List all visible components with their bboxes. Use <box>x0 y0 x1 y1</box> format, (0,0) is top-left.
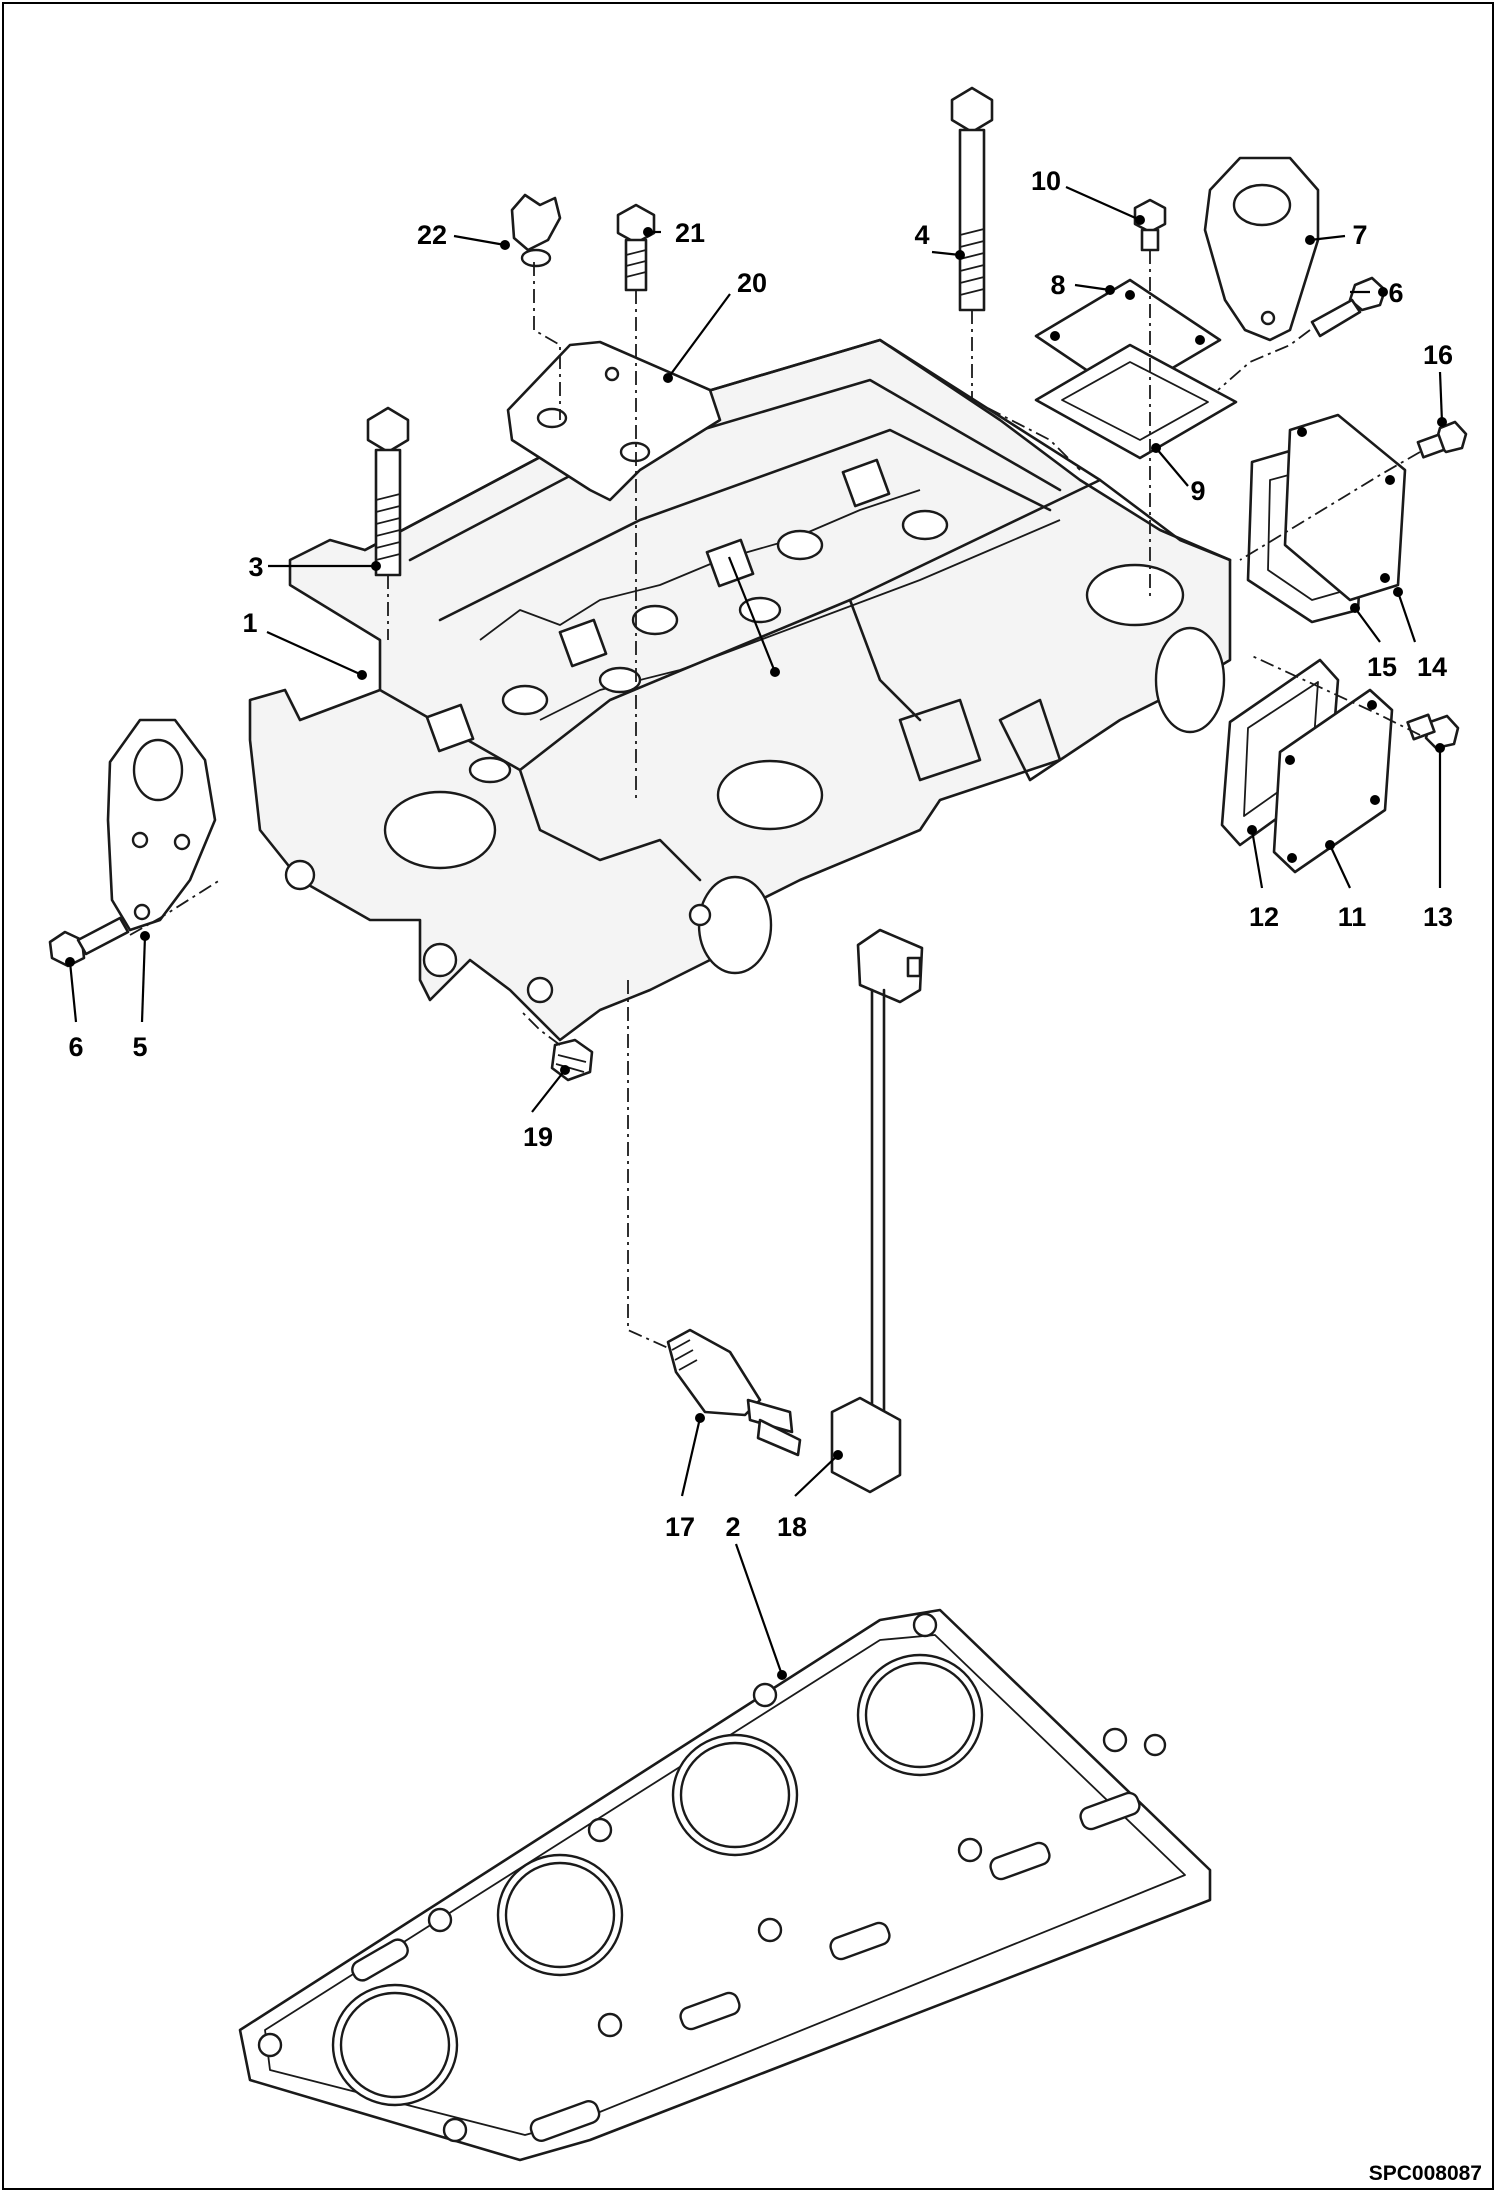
temperature-sensor-17 <box>666 1328 802 1457</box>
bolt-6-right <box>1310 276 1387 338</box>
clip-22 <box>510 193 562 268</box>
callout-numbers: 1 2 3 4 5 6 6 7 8 9 10 11 12 13 14 15 16… <box>68 166 1453 1542</box>
callout-22: 22 <box>417 220 447 250</box>
leader-lines <box>65 185 1447 1680</box>
plug-13 <box>1406 713 1460 750</box>
bolt-10 <box>1133 198 1167 252</box>
callout-9: 9 <box>1190 476 1205 506</box>
head-bolt-long <box>950 86 994 312</box>
callout-4: 4 <box>914 220 929 250</box>
callout-3: 3 <box>248 552 263 582</box>
plug-16 <box>1416 420 1468 459</box>
cover-11 <box>1272 688 1394 874</box>
callout-11: 11 <box>1338 902 1367 932</box>
callout-21: 21 <box>675 218 705 248</box>
bolt-6-left <box>48 916 130 968</box>
head-gasket <box>238 1608 1212 2162</box>
callout-12: 12 <box>1249 902 1279 932</box>
callout-15: 15 <box>1367 652 1397 682</box>
figure-code: SPC008087 <box>1369 2162 1482 2185</box>
bracket-7 <box>1203 156 1320 342</box>
callout-20: 20 <box>737 268 767 298</box>
callout-14: 14 <box>1417 652 1447 682</box>
callout-1: 1 <box>242 608 257 638</box>
callout-19: 19 <box>523 1122 553 1152</box>
callout-8: 8 <box>1050 270 1065 300</box>
callout-6-left: 6 <box>68 1032 83 1062</box>
callout-5: 5 <box>132 1032 147 1062</box>
callout-18: 18 <box>777 1512 807 1542</box>
harness-18 <box>830 928 924 1494</box>
bolt-21 <box>616 203 656 292</box>
callout-6-right: 6 <box>1388 278 1403 308</box>
center-lines <box>129 250 1421 1349</box>
callout-13: 13 <box>1423 902 1453 932</box>
plug-19 <box>550 1038 594 1082</box>
callout-16: 16 <box>1423 340 1453 370</box>
callout-17: 17 <box>665 1512 695 1542</box>
cover-14 <box>1283 413 1407 602</box>
callout-2: 2 <box>725 1512 740 1542</box>
gasket-9 <box>1034 343 1238 460</box>
cylinder-head <box>248 338 1232 1042</box>
callout-10: 10 <box>1031 166 1061 196</box>
callout-7: 7 <box>1352 220 1367 250</box>
bracket-5 <box>106 718 217 932</box>
